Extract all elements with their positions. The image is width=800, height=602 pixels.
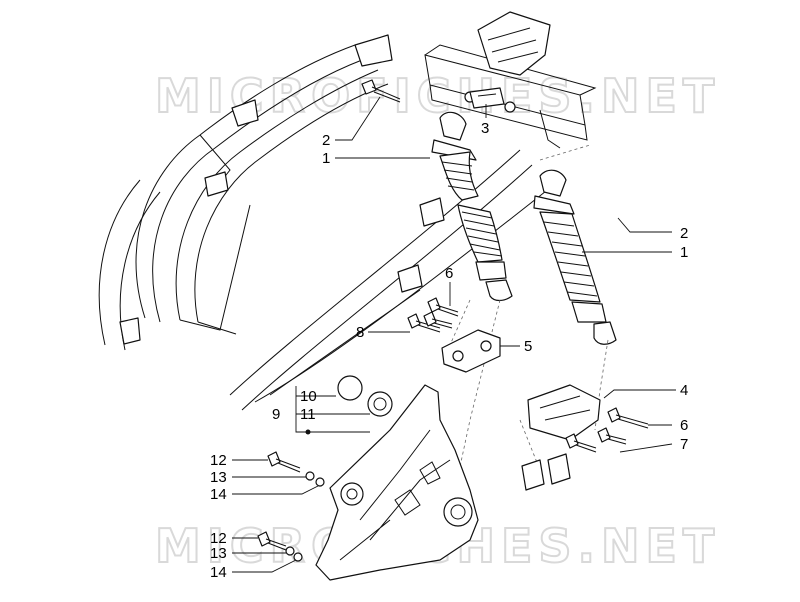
callout-11: 11 [300, 406, 316, 423]
callout-9: 9 [272, 406, 280, 423]
callout-4: 4 [680, 382, 688, 399]
group-dot-9 [305, 429, 311, 435]
callout-7: 7 [680, 436, 688, 453]
callout-1-left: 1 [322, 150, 330, 167]
bolts-part-6-8 [407, 297, 459, 333]
callout-labels: 2 1 3 2 1 6 8 5 10 9 11 4 6 7 12 13 14 1… [210, 120, 688, 581]
callout-6-right: 6 [680, 417, 688, 434]
bolts-part-6-7 [565, 407, 649, 453]
callout-3: 3 [481, 120, 489, 137]
shock-absorber-right [533, 169, 617, 345]
callout-13-lower: 13 [210, 545, 227, 562]
callout-10: 10 [300, 388, 317, 405]
rubber-bushings [521, 453, 571, 491]
shock-absorber-left [431, 111, 513, 302]
callout-6-middle: 6 [445, 265, 453, 282]
callout-1-right: 1 [680, 244, 688, 261]
callout-13-upper: 13 [210, 469, 227, 486]
callout-14-upper: 14 [210, 486, 227, 503]
bracket-part-4 [527, 384, 601, 441]
swing-arm-bracket [315, 375, 479, 581]
callout-5: 5 [524, 338, 532, 355]
bracket-part-3 [469, 87, 505, 109]
callout-8: 8 [356, 324, 364, 341]
callout-12-upper: 12 [210, 452, 227, 469]
leader-lines [232, 96, 676, 573]
callout-2-left: 2 [322, 132, 330, 149]
bracket-part-5 [441, 329, 501, 373]
bolt-part-2-left [361, 79, 401, 103]
callout-12-lower: 12 [210, 530, 227, 547]
callout-14-lower: 14 [210, 564, 227, 581]
frame-assembly [98, 11, 597, 411]
bolts-washers-lower [257, 451, 325, 562]
callout-2-right: 2 [680, 225, 688, 242]
